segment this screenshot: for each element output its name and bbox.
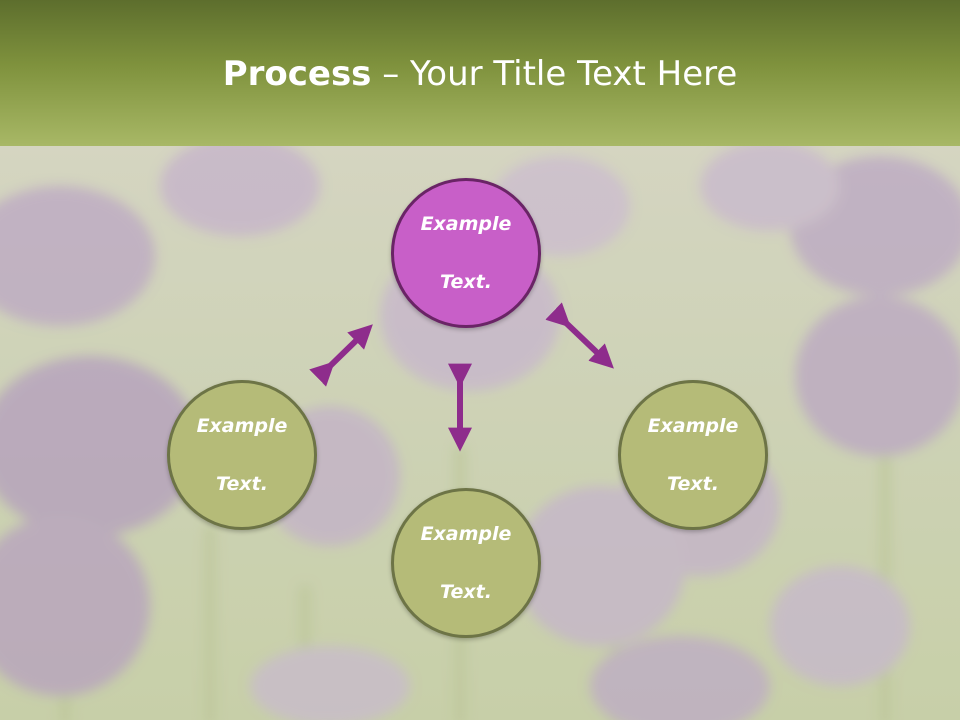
step-left-line1: Example <box>196 414 288 437</box>
step-right-line2: Text. <box>667 472 719 495</box>
step-bottom-line2: Text. <box>440 580 492 603</box>
title-rest-text: – Your Title Text Here <box>371 54 738 94</box>
step-bottom-line1: Example <box>420 522 512 545</box>
title-band <box>0 0 960 146</box>
step-right-line1: Example <box>647 414 739 437</box>
double-arrow-right <box>545 302 614 369</box>
double-arrow-left <box>309 324 373 387</box>
step-top-line2: Text. <box>440 270 492 293</box>
step-left-line2: Text. <box>216 472 268 495</box>
step-top-line1: Example <box>420 212 512 235</box>
title-bold-text: Process <box>222 54 372 94</box>
slide-title: Process – Your Title Text Here <box>0 52 960 96</box>
